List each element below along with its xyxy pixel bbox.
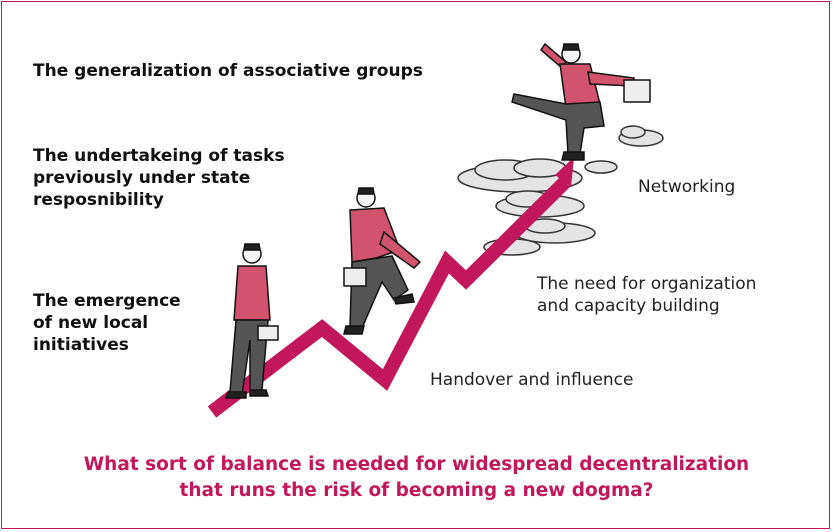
- label-emergence-initiatives: The emergence of new local initiatives: [33, 291, 181, 355]
- businessman-flying-icon: [511, 42, 651, 161]
- label-organization-capacity: The need for organization and capacity b…: [537, 274, 757, 316]
- businessman-walking-icon: [224, 243, 279, 399]
- label-networking: Networking: [638, 177, 736, 197]
- zigzag-arrow-icon: [207, 157, 574, 418]
- businessman-climbing-icon: [343, 187, 422, 335]
- cloud-icon: [514, 218, 596, 244]
- label-undertaking-tasks: The undertakeing of tasks previously und…: [33, 146, 285, 210]
- question-text: What sort of balance is needed for wides…: [83, 454, 750, 501]
- cloud-icon: [584, 160, 618, 174]
- cloud-icon: [618, 125, 664, 147]
- label-generalization: The generalization of associative groups: [33, 61, 423, 81]
- label-handover-influence: Handover and influence: [430, 370, 634, 390]
